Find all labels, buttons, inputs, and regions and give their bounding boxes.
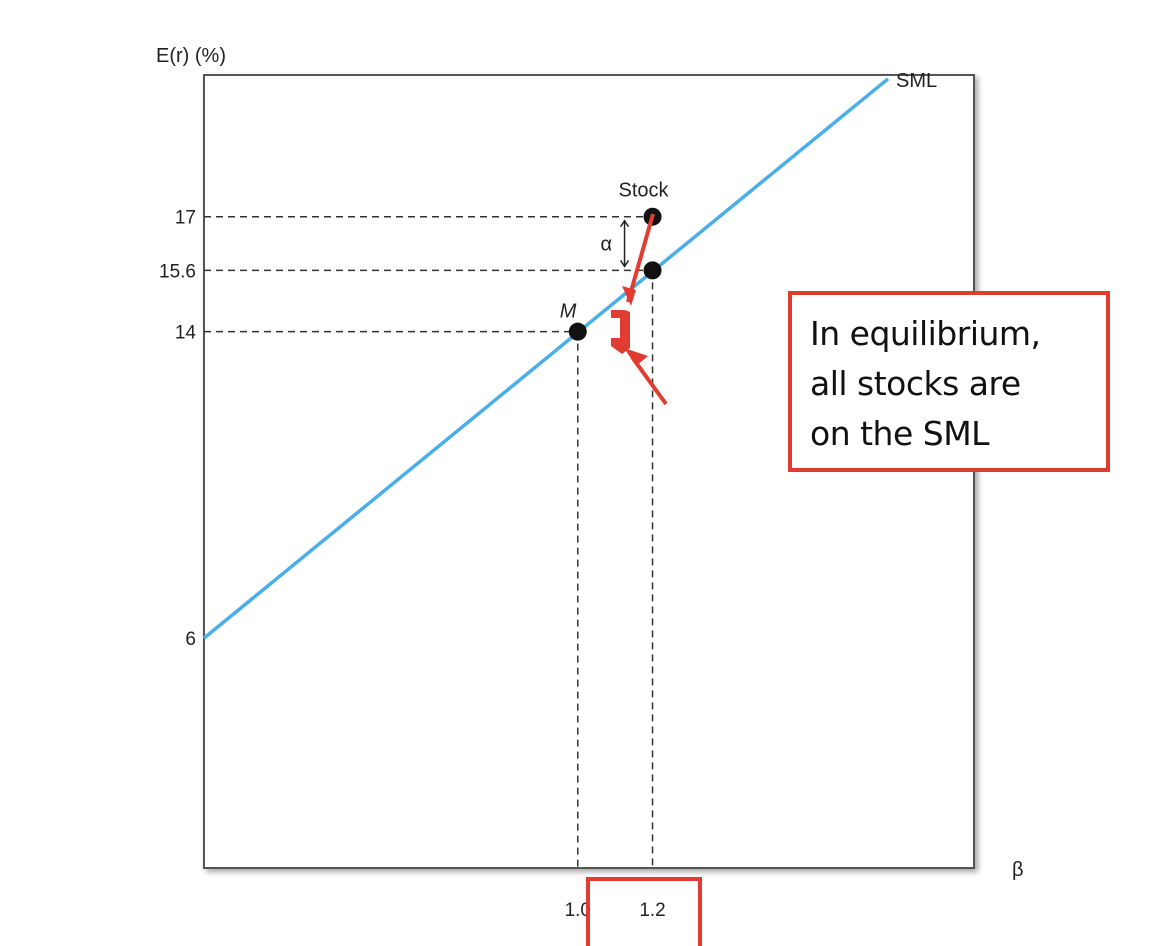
red-arrow-up-shaft — [630, 355, 668, 406]
point-stock-on-sml — [643, 261, 662, 280]
alpha-arrow — [619, 219, 630, 268]
beta-highlight-box — [586, 877, 702, 946]
alpha-label: α — [601, 234, 613, 256]
guide-lines — [204, 215, 654, 868]
alpha-arrow-head-bottom — [619, 259, 630, 268]
alpha-arrow-head-top — [619, 219, 630, 228]
x-axis-label: β — [1012, 859, 1024, 881]
x-tick-label: 1.2 — [639, 900, 665, 921]
point-m — [568, 322, 587, 341]
y-tick-label: 17 — [175, 208, 196, 229]
red-arrow-down-shaft — [626, 213, 655, 303]
red-arrow-up-head — [624, 348, 648, 366]
equilibrium-callout: In equilibrium, all stocks are on the SM… — [788, 291, 1110, 472]
sml-line — [202, 77, 890, 640]
x-tick-labels: 1.0 1.2 — [565, 900, 666, 921]
x-tick-label: 1.0 — [565, 900, 591, 921]
y-tick-label: 15.6 — [159, 261, 196, 282]
callout-line-2: all stocks are — [810, 364, 1021, 403]
sml-label: SML — [896, 70, 937, 92]
callout-line-1: In equilibrium, — [810, 314, 1041, 353]
point-label-m: M — [560, 301, 577, 323]
y-tick-label: 14 — [175, 323, 197, 344]
y-tick-label: 6 — [185, 629, 196, 650]
red-highlight-marks — [586, 213, 702, 946]
y-axis-label: E(r) (%) — [156, 45, 226, 67]
callout-line-3: on the SML — [810, 414, 990, 453]
red-arrow-down-head — [622, 286, 636, 306]
point-label-stock: Stock — [619, 180, 670, 202]
y-tick-labels: 17 15.6 14 6 — [159, 208, 196, 650]
red-bracket-mark — [611, 310, 630, 354]
data-points: M Stock — [560, 180, 670, 341]
